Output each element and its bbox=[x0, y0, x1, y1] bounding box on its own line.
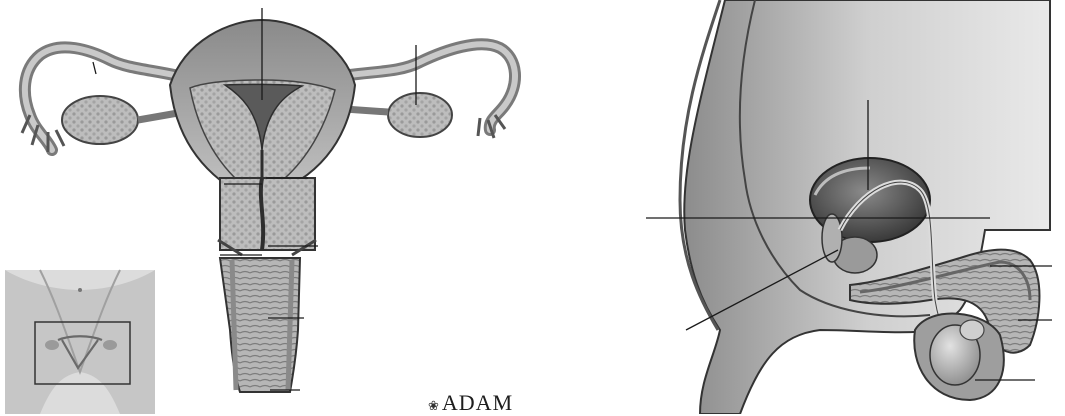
adam-logo: ❀ADAM bbox=[428, 390, 513, 416]
seminal-vesicle bbox=[822, 214, 842, 262]
logo-mark-icon: ❀ bbox=[428, 398, 440, 413]
right-ovary bbox=[388, 93, 452, 137]
cervix bbox=[220, 178, 315, 250]
epididymis bbox=[960, 320, 984, 340]
logo-text: ADAM bbox=[442, 390, 513, 415]
male-anatomy bbox=[646, 0, 1052, 414]
left-ovary bbox=[62, 96, 138, 144]
female-inset bbox=[5, 270, 155, 414]
female-anatomy bbox=[5, 8, 515, 414]
